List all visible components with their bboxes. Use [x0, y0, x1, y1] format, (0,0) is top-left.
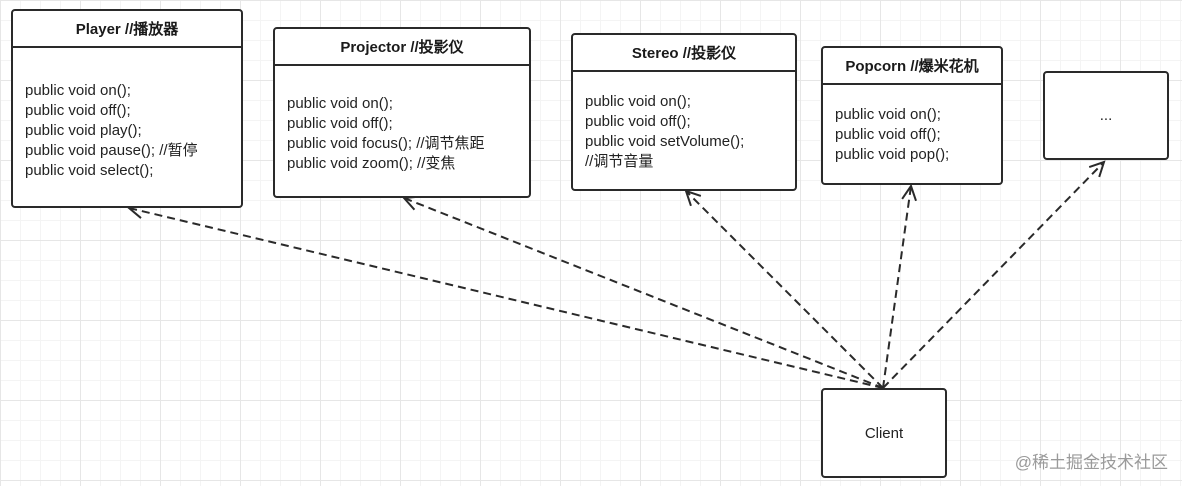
- class-stereo-title: Stereo //投影仪: [573, 35, 795, 72]
- arrow-client-to-player: [126, 203, 884, 389]
- method-item: public void on();: [585, 93, 691, 110]
- arrow-client-to-popcorn: [882, 183, 917, 389]
- client-label: Client: [864, 424, 904, 442]
- method-item: public void pop();: [835, 146, 950, 163]
- arrow-client-to-stereo: [684, 189, 884, 389]
- method-item: public void on();: [25, 82, 131, 99]
- class-popcorn-title: Popcorn //爆米花机: [823, 48, 1001, 85]
- client-box[interactable]: Client: [821, 388, 947, 478]
- class-player-methods: public void on(); public void off(); pub…: [13, 48, 241, 181]
- class-stereo-methods: public void on(); public void off(); pub…: [573, 72, 795, 172]
- method-item: public void setVolume();: [585, 133, 745, 150]
- method-item: public void on();: [835, 106, 941, 123]
- class-popcorn[interactable]: Popcorn //爆米花机 public void on(); public …: [821, 46, 1003, 185]
- arrow-head: [684, 189, 702, 207]
- class-projector-methods: public void on(); public void off(); pub…: [275, 66, 529, 174]
- class-projector-title: Projector //投影仪: [275, 29, 529, 66]
- class-popcorn-methods: public void on(); public void off(); pub…: [823, 85, 1001, 165]
- method-item: public void play();: [25, 122, 142, 139]
- class-player[interactable]: Player //播放器 public void on(); public vo…: [11, 9, 243, 208]
- watermark: @稀土掘金技术社区: [1014, 453, 1168, 472]
- more-classes-label: ...: [1099, 107, 1113, 124]
- arrow-head: [901, 183, 917, 202]
- arrow-client-to-projector: [401, 195, 884, 389]
- method-item: public void on();: [287, 95, 393, 112]
- method-item: public void select();: [25, 162, 154, 179]
- arrow-head: [1088, 160, 1106, 178]
- method-item: public void off();: [25, 102, 131, 119]
- more-classes-box[interactable]: ...: [1043, 71, 1169, 160]
- method-item: public void focus(); //调节焦距: [287, 135, 485, 152]
- class-projector[interactable]: Projector //投影仪 public void on(); public…: [273, 27, 531, 198]
- method-item: public void off();: [287, 115, 393, 132]
- method-item: public void zoom(); //变焦: [287, 155, 456, 172]
- method-item: public void off();: [585, 113, 691, 130]
- arrow-client-to-more: [882, 160, 1106, 389]
- class-stereo[interactable]: Stereo //投影仪 public void on(); public vo…: [571, 33, 797, 191]
- method-item: public void pause(); //暂停: [25, 142, 198, 159]
- method-item: //调节音量: [585, 153, 654, 170]
- method-item: public void off();: [835, 126, 941, 143]
- class-player-title: Player //播放器: [13, 11, 241, 48]
